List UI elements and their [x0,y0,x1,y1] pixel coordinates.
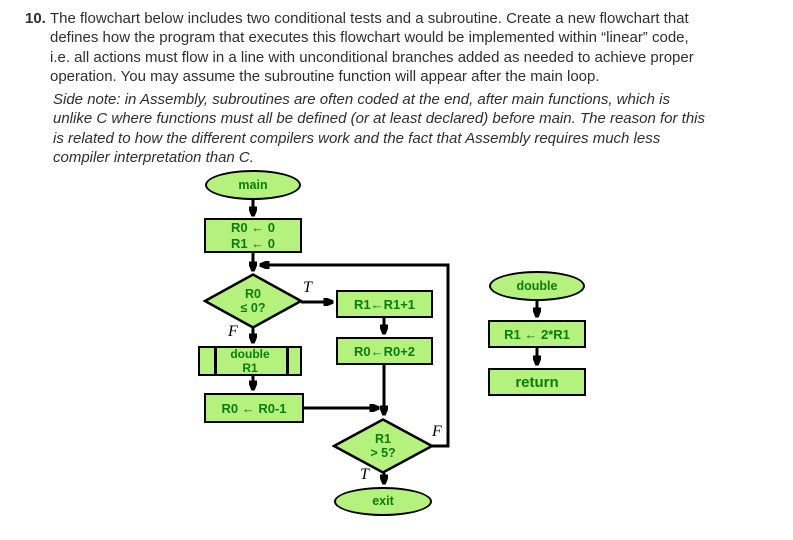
side-note-line: is related to how the different compiler… [53,129,661,147]
diamond-shape [203,273,303,329]
r0-le-0-decision: R0 ≤ 0? [203,273,303,329]
question-line: i.e. all actions must flow in a line wit… [50,48,694,66]
decision1-label: R0 ≤ 0? [240,287,266,315]
decision2-true-label: T [360,466,369,483]
r1-increment-process: R1←R1+1 [336,290,433,318]
decision2-label: R1 > 5? [370,432,396,460]
double-body-process: R1 ← 2*R1 [488,320,586,348]
question-line: defines how the program that executes th… [50,29,689,47]
question-line: The flowchart below includes two conditi… [50,10,689,27]
double-r1-subroutine-call: double R1 [198,346,302,376]
return-process: return [488,368,586,396]
decision1-false-label: F [228,323,238,340]
question-text: The flowchart below includes two conditi… [50,9,694,87]
exit-terminal: exit [334,487,432,516]
side-note-line: unlike C where functions must all be def… [53,110,706,128]
r0-decrement-process: R0 ← R0-1 [204,393,304,423]
main-start-terminal: main [205,170,301,200]
decision1-true-label: T [303,279,312,296]
r0-add2-process: R0←R0+2 [336,337,433,365]
question-block: 10. The flowchart below includes two con… [25,9,775,87]
init-registers-process: R0 ← 0 R1 ← 0 [204,218,302,253]
question-number: 10. [25,10,46,27]
question-line: operation. You may assume the subroutine… [50,68,600,86]
double-start-terminal: double [489,271,585,301]
side-note: Side note: in Assembly, subroutines are … [53,90,753,168]
r1-gt-5-decision: R1 > 5? [332,418,434,474]
side-note-line: Side note: in Assembly, subroutines are … [53,91,671,108]
connector-loop-false-branch [260,265,450,448]
diamond-shape [332,418,434,474]
decision2-false-label: F [432,423,442,440]
side-note-line: compiler interpretation than C. [53,149,254,167]
